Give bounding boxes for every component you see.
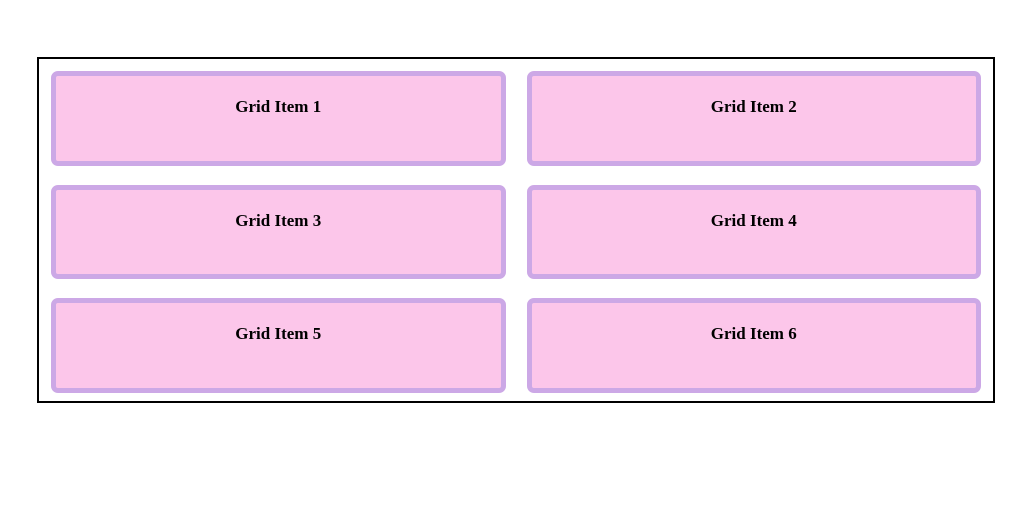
grid-container: Grid Item 1 Grid Item 2 Grid Item 3 Grid… <box>37 57 995 403</box>
grid-item-6: Grid Item 6 <box>526 298 981 393</box>
grid-item-3-label: Grid Item 3 <box>235 210 322 230</box>
grid-item-2-label: Grid Item 2 <box>710 97 797 116</box>
grid-item-2: Grid Item 2 <box>526 71 981 166</box>
grid-item-4: Grid Item 4 <box>526 184 981 280</box>
grid-item-6-label: Grid Item 6 <box>710 324 797 344</box>
grid-item-5: Grid Item 5 <box>51 298 506 393</box>
grid-item-5-label: Grid Item 5 <box>235 324 322 344</box>
grid-item-1-label: Grid Item 1 <box>235 97 322 116</box>
grid-item-4-label: Grid Item 4 <box>710 210 797 230</box>
grid-item-1: Grid Item 1 <box>51 71 506 166</box>
grid-item-3: Grid Item 3 <box>51 184 506 280</box>
